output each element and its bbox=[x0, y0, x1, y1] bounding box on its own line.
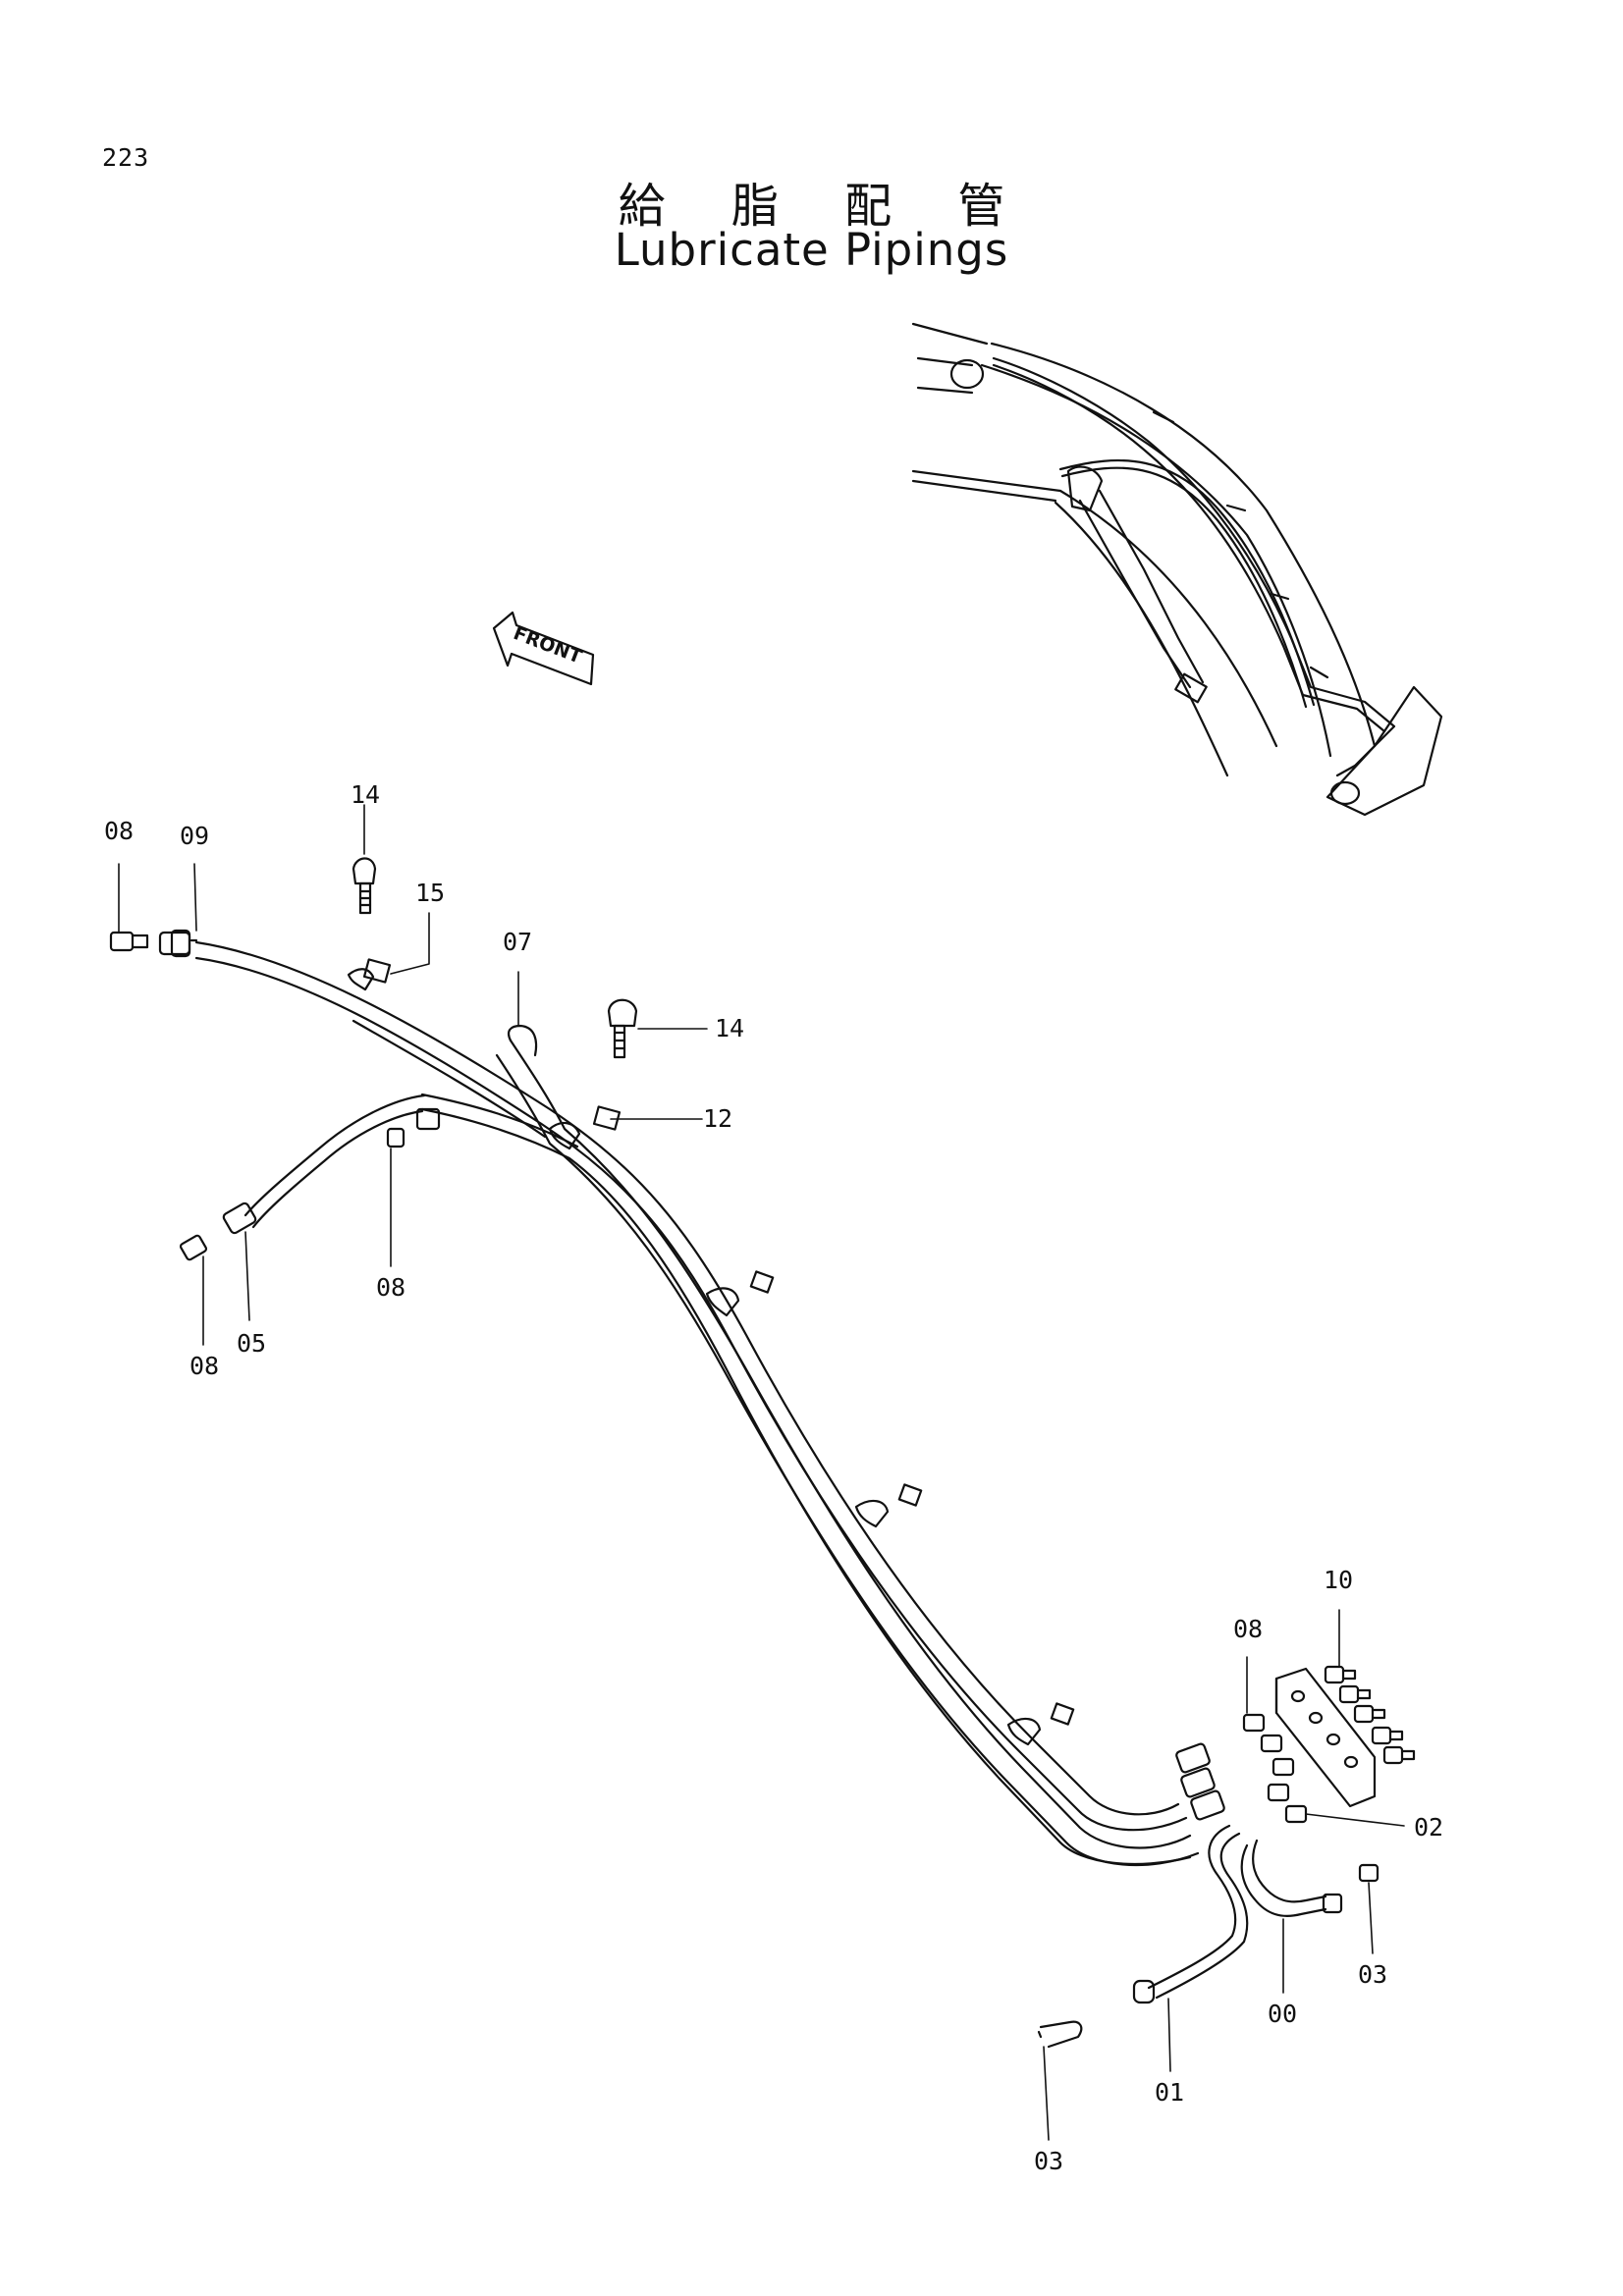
lubrication-manifold bbox=[1175, 1665, 1416, 1824]
main-pipe-bundle bbox=[189, 938, 1200, 1867]
bolt-14-lower bbox=[607, 998, 638, 1059]
front-direction-arrow bbox=[492, 611, 595, 686]
left-hose-end-fitting bbox=[109, 929, 191, 958]
title-english: Lubricate Pipings bbox=[614, 224, 1009, 276]
callout-00: 00 bbox=[1268, 2000, 1297, 2028]
left-branch-end-fitting bbox=[179, 1107, 441, 1261]
callout-12: 12 bbox=[703, 1104, 732, 1133]
callout-02: 02 bbox=[1414, 1813, 1443, 1842]
callout-08: 08 bbox=[104, 817, 134, 845]
title-japanese: 給 脂 配 管 bbox=[618, 179, 1031, 234]
callout-08: 08 bbox=[376, 1273, 406, 1302]
callout-14: 14 bbox=[351, 780, 380, 809]
lower-pipes bbox=[1037, 1824, 1380, 2049]
callout-03: 03 bbox=[1358, 1960, 1387, 1989]
leader-lines bbox=[118, 804, 1405, 2141]
callout-03: 03 bbox=[1034, 2147, 1063, 2175]
callout-01: 01 bbox=[1155, 2078, 1184, 2107]
callout-10: 10 bbox=[1324, 1566, 1353, 1594]
callout-08: 08 bbox=[189, 1352, 219, 1380]
callout-05: 05 bbox=[237, 1329, 266, 1358]
callout-08: 08 bbox=[1233, 1615, 1263, 1643]
clamps bbox=[347, 958, 1075, 1746]
front-label: FRONT bbox=[511, 622, 585, 668]
bolt-14-upper bbox=[352, 857, 377, 915]
boom-overview-inset bbox=[911, 322, 1443, 817]
callout-07: 07 bbox=[503, 928, 532, 956]
callout-15: 15 bbox=[415, 879, 445, 907]
callout-14: 14 bbox=[715, 1014, 744, 1042]
callout-09: 09 bbox=[180, 822, 209, 850]
page-number: 223 bbox=[102, 143, 150, 172]
